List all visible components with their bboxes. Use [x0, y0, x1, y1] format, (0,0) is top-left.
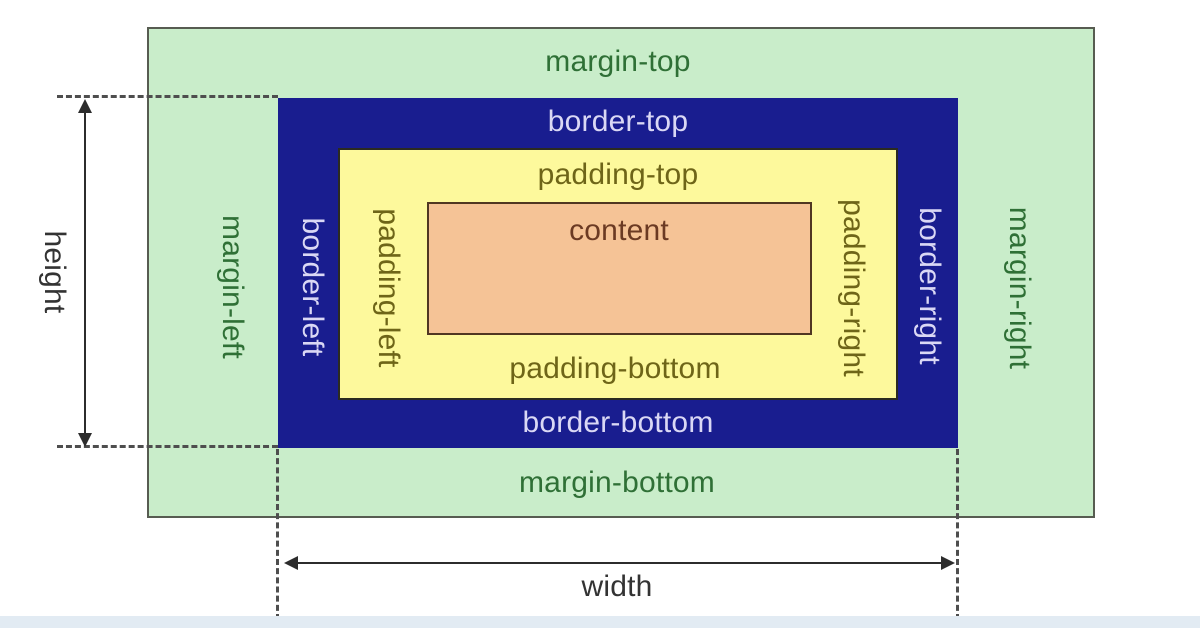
height-guide-bottom	[57, 445, 278, 448]
padding-left-label: padding-left	[372, 208, 405, 368]
content-label: content	[569, 214, 669, 247]
height-arrow-line	[84, 103, 86, 443]
width-arrow-line	[288, 562, 951, 564]
height-arrow	[78, 99, 92, 447]
margin-top-label: margin-top	[545, 45, 691, 78]
bottom-strip	[0, 616, 1200, 628]
width-guide-left	[276, 449, 279, 620]
border-left-label: border-left	[296, 217, 329, 357]
padding-top-label: padding-top	[537, 158, 699, 191]
margin-left-label: margin-left	[216, 215, 249, 359]
margin-right-label: margin-right	[1003, 206, 1036, 370]
arrowhead-right-icon	[941, 556, 955, 570]
width-arrow	[284, 556, 955, 570]
border-bottom-label: border-bottom	[522, 406, 714, 439]
arrowhead-down-icon	[78, 433, 92, 447]
height-guide-top	[57, 95, 278, 98]
height-label: height	[38, 230, 71, 314]
content-box	[427, 202, 812, 335]
margin-bottom-label: margin-bottom	[518, 466, 716, 499]
border-top-label: border-top	[547, 105, 689, 138]
width-guide-right	[956, 449, 959, 620]
padding-bottom-label: padding-bottom	[509, 352, 721, 385]
width-label: width	[581, 570, 653, 603]
border-right-label: border-right	[913, 207, 946, 365]
padding-right-label: padding-right	[837, 199, 870, 377]
